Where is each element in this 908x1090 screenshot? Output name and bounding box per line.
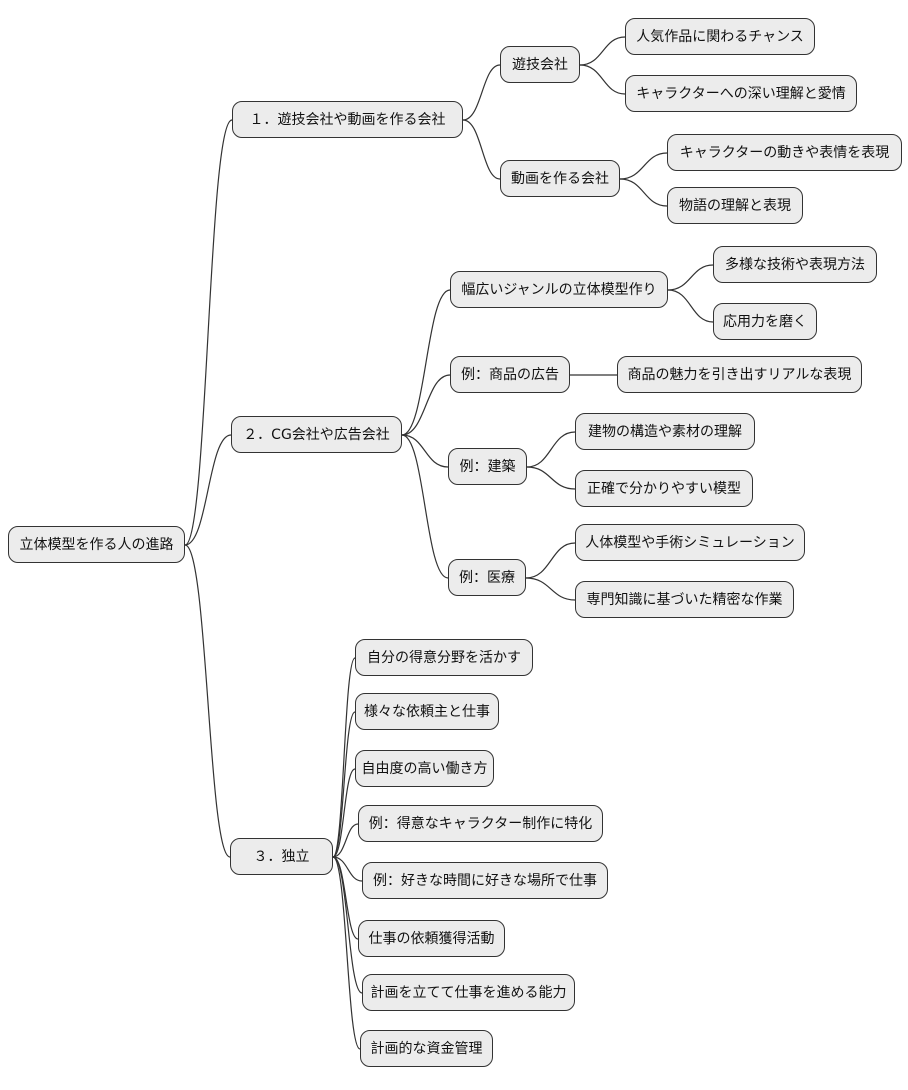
node-specialized-precision-work: 専門知識に基づいた精密な作業: [575, 581, 794, 618]
node-cg-and-ad-companies: ２．CG会社や広告会社: [231, 416, 402, 453]
node-example-character-specialization: 例：得意なキャラクター制作に特化: [358, 805, 603, 842]
node-wide-genre-modeling: 幅広いジャンルの立体模型作り: [450, 271, 668, 308]
edge-wide-genre-adaptability: [667, 289, 714, 323]
node-various-clients: 様々な依頼主と仕事: [355, 693, 499, 730]
node-job-acquisition-activity: 仕事の依頼獲得活動: [358, 920, 505, 957]
node-flexible-workstyle: 自由度の高い働き方: [355, 750, 494, 787]
edge-branch3-acquisition: [332, 856, 359, 940]
node-character-understanding-love: キャラクターへの深い理解と愛情: [625, 75, 857, 112]
node-improve-adaptability: 応用力を磨く: [713, 303, 817, 340]
edge-branch3-planning: [332, 856, 363, 994]
edge-medical-anatomy: [525, 542, 576, 579]
edge-branch3-strengths: [332, 657, 356, 858]
node-anatomy-surgery-simulation: 人体模型や手術シミュレーション: [575, 524, 805, 561]
edge-branch2-product-ads: [401, 374, 451, 436]
node-example-product-ads: 例：商品の広告: [450, 356, 570, 393]
node-planned-financial-management: 計画的な資金管理: [360, 1030, 493, 1067]
node-chance-popular-works: 人気作品に関わるチャンス: [625, 18, 815, 55]
node-leverage-strengths: 自分の得意分野を活かす: [355, 639, 533, 676]
edge-game-chance: [579, 36, 626, 66]
edge-branch1-game-companies: [462, 64, 501, 121]
node-root: 立体模型を作る人の進路: [8, 526, 185, 563]
node-game-and-video-companies: １．遊技会社や動画を作る会社: [232, 101, 463, 138]
node-building-structure-materials: 建物の構造や素材の理解: [575, 413, 755, 450]
node-example-architecture: 例：建築: [448, 448, 527, 485]
edge-branch1-video-companies: [462, 119, 501, 180]
edge-root-branch2: [184, 434, 232, 546]
edge-wide-genre-techniques: [667, 264, 714, 291]
edge-medical-precision: [525, 577, 576, 601]
edge-root-branch1: [184, 119, 233, 546]
node-example-medical: 例：医療: [448, 559, 526, 596]
edge-branch3-specialization: [332, 823, 359, 858]
node-independence: ３．独立: [230, 838, 333, 875]
node-accurate-clear-models: 正確で分かりやすい模型: [575, 470, 753, 507]
edge-game-love: [579, 64, 626, 95]
edge-branch3-anywhere: [332, 856, 363, 882]
edge-branch3-workstyle: [332, 768, 356, 858]
edge-branch2-wide-genre: [401, 289, 451, 436]
edge-branch2-medical: [401, 434, 449, 579]
edge-architecture-structure: [526, 431, 576, 468]
node-planning-execution-ability: 計画を立てて仕事を進める能力: [362, 974, 575, 1011]
edge-root-branch3: [184, 544, 231, 858]
edge-video-story: [619, 178, 668, 207]
edge-branch3-finance: [332, 856, 361, 1050]
node-example-work-anytime-anywhere: 例：好きな時間に好きな場所で仕事: [362, 862, 608, 899]
node-story-understanding-expression: 物語の理解と表現: [667, 187, 803, 224]
node-realistic-product-appeal: 商品の魅力を引き出すリアルな表現: [617, 356, 862, 393]
edge-video-motion: [619, 152, 668, 180]
node-video-companies: 動画を作る会社: [500, 160, 620, 197]
edge-branch2-architecture: [401, 434, 449, 468]
edge-architecture-accurate: [526, 466, 576, 490]
node-game-companies: 遊技会社: [500, 46, 580, 83]
edge-branch3-clients: [332, 711, 356, 858]
node-diverse-techniques: 多様な技術や表現方法: [713, 246, 877, 283]
node-character-motion-expression: キャラクターの動きや表情を表現: [667, 134, 902, 171]
